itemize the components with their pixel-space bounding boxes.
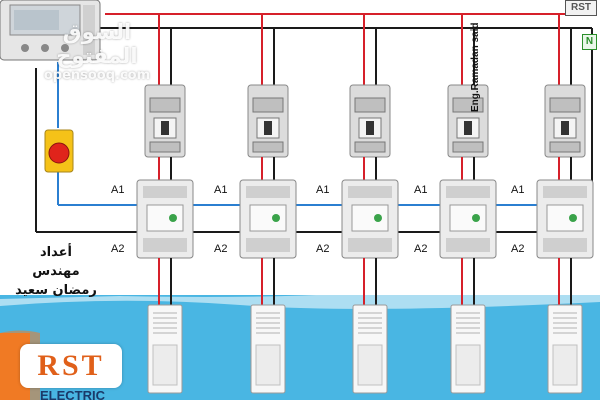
circuit-breaker-icon <box>544 84 586 158</box>
contactor-icon <box>536 179 594 259</box>
contactor-icon <box>439 179 497 259</box>
watermark: السوق المفتوح opensooq.com <box>22 20 172 83</box>
ac-unit-icon <box>547 304 583 394</box>
author-line-1: أعداد <box>40 245 72 260</box>
watermark-arabic: السوق المفتوح <box>56 20 138 68</box>
timer-switch-icon <box>0 0 101 61</box>
ac-unit-icon <box>450 304 486 394</box>
branch-1 <box>136 14 194 394</box>
neutral-terminal: N <box>582 34 597 50</box>
rst-top-badge: RST <box>565 0 597 16</box>
circuit-breaker-icon <box>447 84 489 158</box>
branch-4 <box>439 14 497 394</box>
watermark-latin: opensooq.com <box>43 68 151 83</box>
circuit-breaker-icon <box>247 84 289 158</box>
coil-label-a1: A1 <box>214 184 228 196</box>
author-line-3: رمضان سعيد <box>15 283 97 298</box>
coil-label-a2: A2 <box>111 243 125 255</box>
contactor-icon <box>239 179 297 259</box>
contactor-icon <box>341 179 399 259</box>
branch-5 <box>536 14 594 394</box>
brand-tagline: ELECTRIC <box>40 388 105 403</box>
circuit-breaker-icon <box>349 84 391 158</box>
coil-label-a1: A1 <box>414 184 428 196</box>
rst-logo: RST <box>20 344 122 388</box>
contactor-icon <box>136 179 194 259</box>
coil-label-a2: A2 <box>214 243 228 255</box>
branch-group <box>136 14 594 394</box>
engineer-signature: Eng.Ramadan said <box>470 22 481 112</box>
ac-unit-icon <box>147 304 183 394</box>
emergency-stop-icon <box>44 129 74 173</box>
coil-label-a2: A2 <box>414 243 428 255</box>
coil-label-a2: A2 <box>316 243 330 255</box>
circuit-breaker-icon <box>144 84 186 158</box>
coil-label-a1: A1 <box>511 184 525 196</box>
ac-unit-icon <box>250 304 286 394</box>
author-line-2: مهندس <box>32 264 80 279</box>
branch-3 <box>341 14 399 394</box>
coil-label-a1: A1 <box>316 184 330 196</box>
rst-logo-text: RST <box>37 349 105 382</box>
coil-label-a1: A1 <box>111 184 125 196</box>
branch-2 <box>239 14 297 394</box>
coil-label-a2: A2 <box>511 243 525 255</box>
ac-unit-icon <box>352 304 388 394</box>
author-credit: أعداد مهندس رمضان سعيد <box>10 243 102 300</box>
